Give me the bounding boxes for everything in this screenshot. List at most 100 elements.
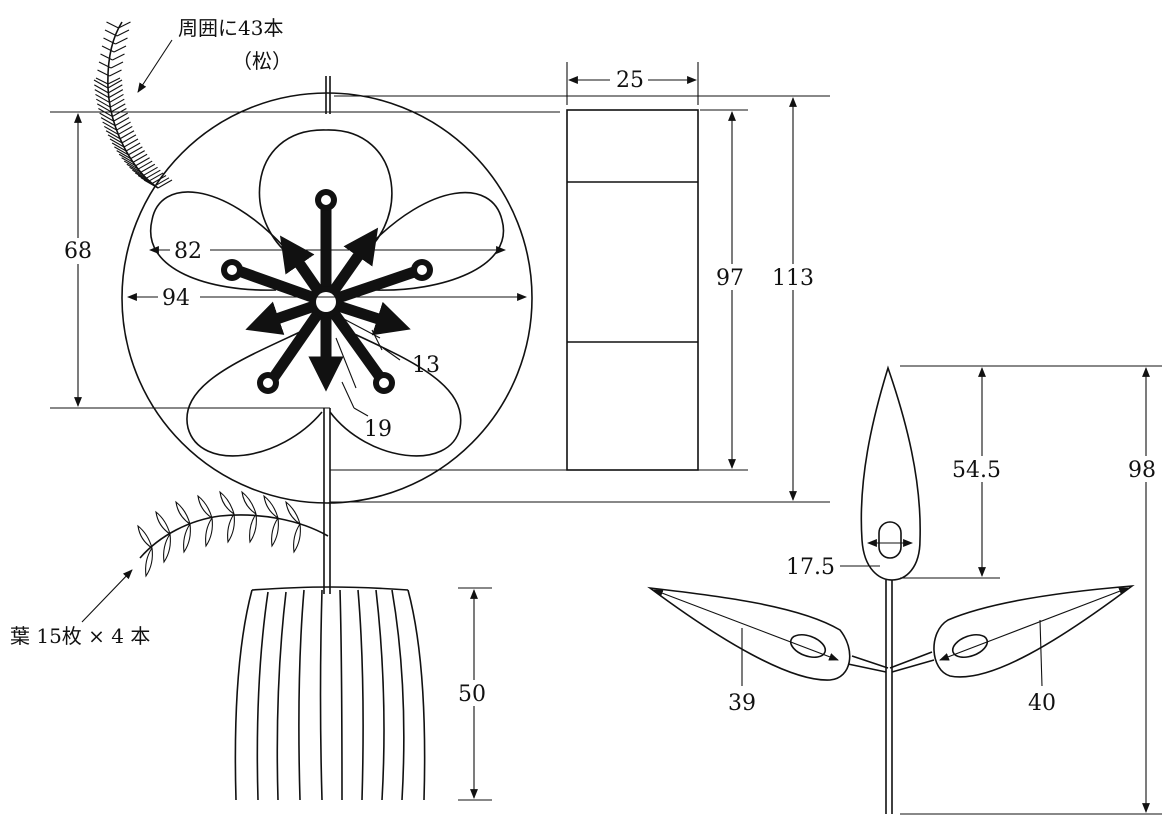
pine-needle <box>114 117 130 127</box>
small-leaf <box>183 523 191 554</box>
pine-needle <box>100 53 113 61</box>
plum-blossom-petals <box>149 129 505 457</box>
pine-needle <box>111 142 127 152</box>
dim-box-width: 25 <box>616 68 644 93</box>
leaves-note: 葉 15枚 × 4 本 <box>10 624 150 648</box>
small-leaf <box>249 513 257 544</box>
pine-needle <box>114 146 129 156</box>
pine-needle <box>109 69 122 77</box>
dim-leaf-hole: 17.5 <box>786 555 835 580</box>
pine-needle <box>102 121 117 131</box>
dim-panel-height: 97 <box>716 266 744 291</box>
pine-leader-line <box>137 39 173 93</box>
pine-kind-note: （松） <box>232 49 292 73</box>
pine-needle <box>93 79 109 89</box>
pine-needle <box>137 160 153 170</box>
pine-needle <box>115 37 128 45</box>
leaves-leader-line <box>81 569 133 623</box>
pine-needle <box>123 138 139 148</box>
pine-needle <box>134 172 150 182</box>
pine-needle <box>94 89 110 99</box>
arm-dimension-marks <box>335 317 401 417</box>
dim-right-leaf: 40 <box>1028 691 1056 716</box>
pine-needle <box>148 172 164 182</box>
small-leaf <box>219 490 235 515</box>
pine-needle <box>128 146 143 156</box>
dim-plant-height: 98 <box>1128 458 1156 483</box>
pine-needle <box>157 179 173 189</box>
small-leaf <box>145 547 153 578</box>
leaf-branch-icon <box>137 490 329 578</box>
pine-needle <box>96 98 111 108</box>
side-panel <box>566 109 699 471</box>
pine-needle <box>113 112 128 122</box>
small-leaf <box>285 500 301 525</box>
pine-needle <box>130 150 145 160</box>
pine-needle <box>98 61 112 69</box>
pine-needle <box>118 21 131 29</box>
pine-needle <box>135 157 150 167</box>
dim-vase-height: 50 <box>458 682 486 707</box>
small-leaf <box>175 500 191 525</box>
dim-arm-13: 13 <box>412 353 440 378</box>
pine-needle <box>116 150 131 160</box>
pine-needle <box>154 177 170 187</box>
pine-needle <box>140 163 156 173</box>
pine-needle <box>137 174 153 184</box>
pine-needle <box>123 160 139 170</box>
small-leaf <box>163 533 171 564</box>
plant-figure <box>647 365 1135 814</box>
pine-needle <box>109 138 125 148</box>
pine-needle <box>97 69 110 77</box>
pine-needle <box>121 134 137 144</box>
small-leaf <box>241 490 257 515</box>
pine-needle <box>143 166 158 176</box>
pine-needle <box>94 84 109 94</box>
pine-needle <box>95 93 110 103</box>
small-leaf <box>293 523 301 554</box>
pine-needle <box>129 166 144 176</box>
pine-needle <box>104 125 119 135</box>
small-leaf <box>137 524 153 549</box>
pine-needle <box>108 84 123 94</box>
pine-needle <box>99 112 114 122</box>
pine-needle <box>132 169 147 179</box>
left-leaf <box>647 586 851 681</box>
pine-needle <box>108 89 124 99</box>
pine-needle <box>116 29 130 37</box>
pine-needle <box>103 37 116 45</box>
pine-needle <box>106 21 119 29</box>
pine-needle <box>110 61 124 69</box>
right-leaf <box>933 584 1135 678</box>
pine-needle <box>100 117 116 127</box>
top-leaf-slot <box>878 521 902 559</box>
pine-needle <box>112 53 125 61</box>
vase <box>234 586 426 801</box>
dim-petal-span: 82 <box>174 239 202 264</box>
small-leaf <box>263 494 279 519</box>
pine-needle <box>119 130 135 140</box>
pine-needle <box>105 130 121 140</box>
small-leaf <box>227 513 235 544</box>
pine-needle <box>126 163 142 173</box>
pine-needle <box>95 77 109 85</box>
pine-needle <box>121 157 136 167</box>
pine-needle <box>125 142 141 152</box>
dim-circle-span: 94 <box>162 286 190 311</box>
pine-needle <box>107 77 121 85</box>
pine-needle <box>101 45 115 53</box>
pine-needle <box>110 98 125 108</box>
small-leaf <box>197 494 213 519</box>
small-leaf <box>205 517 213 548</box>
dim-leaf-height: 54.5 <box>952 458 1001 483</box>
small-leaf <box>271 517 279 548</box>
pine-needle <box>110 103 126 113</box>
pine-needle <box>104 29 118 37</box>
pine-needle <box>116 121 131 131</box>
pine-needle <box>107 134 123 144</box>
star-spokes <box>221 189 433 394</box>
pine-count-note: 周囲に43本 <box>178 16 283 40</box>
pine-needle <box>113 45 127 53</box>
dim-arm-19: 19 <box>364 417 392 442</box>
